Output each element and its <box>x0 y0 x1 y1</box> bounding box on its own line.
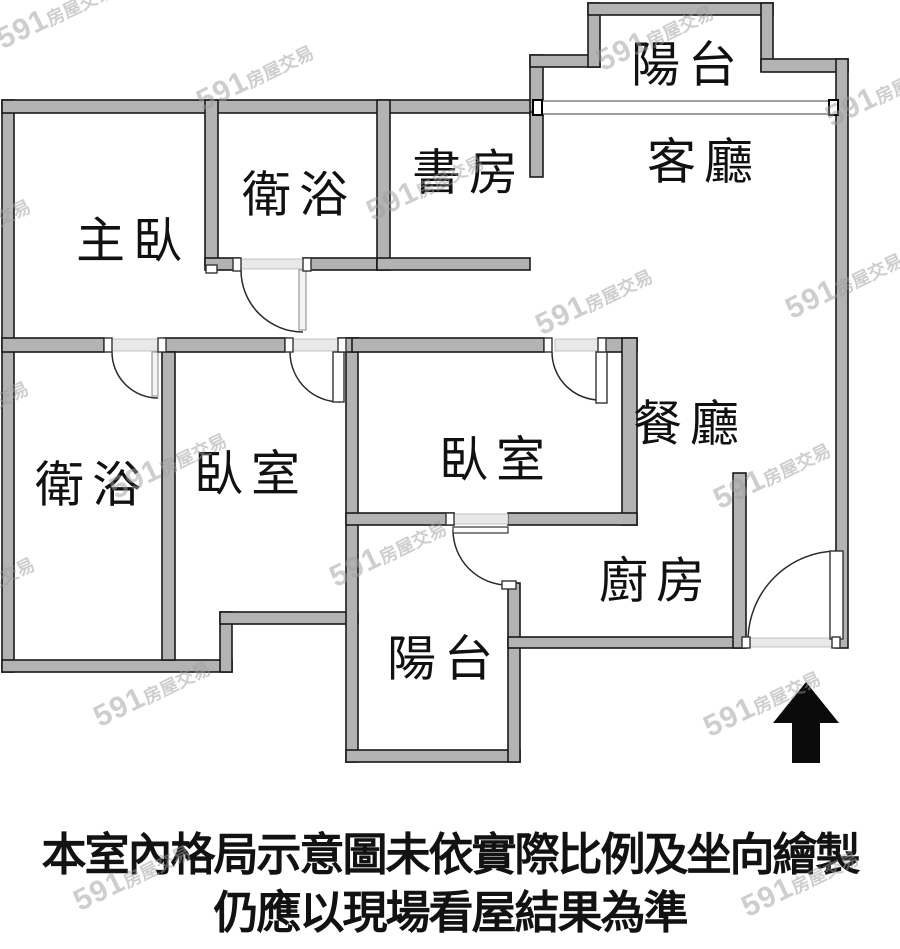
wall-segment <box>345 749 521 763</box>
door-arc <box>111 351 159 399</box>
wall-segment <box>302 257 378 271</box>
wall-segment <box>163 337 286 353</box>
door-leaf <box>298 269 307 331</box>
door-jamb <box>543 337 553 353</box>
room-label-dining-room: 餐廳 <box>632 397 748 452</box>
wall-segment <box>835 58 849 649</box>
door-jamb <box>831 636 841 649</box>
wall-segment <box>161 351 176 661</box>
door-jamb <box>337 337 347 353</box>
wall-segment <box>760 58 849 73</box>
door-jambs <box>103 257 841 649</box>
wall-segment <box>219 611 359 625</box>
room-label-bathroom-top: 衛浴 <box>241 168 357 223</box>
door-arc <box>452 529 509 586</box>
wall-segment <box>376 257 531 271</box>
wall-segment <box>345 337 359 763</box>
door-jamb <box>741 636 751 649</box>
door-opening <box>292 338 339 352</box>
door-opening <box>749 637 835 648</box>
door-jamb <box>103 337 113 353</box>
door-leaf <box>452 526 509 534</box>
disclaimer-line-1: 本室內格局示意圖未依實際比例及坐向繪製 <box>41 829 860 880</box>
door-arc <box>289 351 341 403</box>
wall-segment <box>507 512 638 526</box>
room-label-bedroom-left: 臥室 <box>193 447 309 502</box>
doors <box>111 269 844 642</box>
door-opening <box>554 338 599 352</box>
room-label-kitchen: 廚房 <box>598 554 714 609</box>
room-label-balcony-top: 陽台 <box>630 38 746 93</box>
door-arc <box>551 351 601 401</box>
door-jamb <box>232 257 242 272</box>
room-label-balcony-bottom: 陽台 <box>386 632 502 687</box>
wall-segment <box>204 99 219 266</box>
door-jamb <box>157 337 167 353</box>
door-leaf <box>595 351 608 404</box>
window-end-cap <box>532 99 543 116</box>
door-jamb <box>445 512 455 526</box>
wall-segment <box>1 337 105 353</box>
room-label-living-room: 客廳 <box>646 135 762 190</box>
wall-segment <box>1 99 15 673</box>
wall-segment <box>507 636 745 649</box>
wall-segment <box>732 472 747 649</box>
wall-segment <box>351 337 545 353</box>
wall-segment <box>507 582 521 763</box>
room-label-study: 書房 <box>411 146 527 201</box>
wall-segment <box>529 111 544 178</box>
door-openings <box>111 258 835 648</box>
door-opening <box>239 258 304 270</box>
door-opening <box>453 513 509 525</box>
door-leaf <box>151 351 159 397</box>
door-jamb <box>501 580 517 590</box>
north-arrow-icon <box>773 682 839 763</box>
wall-segment <box>1 99 543 114</box>
door-jamb <box>597 337 607 353</box>
wall-segment <box>1 659 233 673</box>
wall-segment <box>345 512 455 526</box>
door-jamb <box>284 337 294 353</box>
door-arc <box>240 269 304 333</box>
room-label-bedroom-center: 臥室 <box>438 433 554 488</box>
door-arc <box>747 550 839 642</box>
wall-segment <box>376 99 391 271</box>
room-label-master-bedroom: 主臥 <box>75 214 191 269</box>
door-jamb <box>205 264 218 274</box>
window <box>532 99 839 116</box>
door-opening <box>111 338 159 352</box>
window-band <box>540 100 832 115</box>
disclaimer-line-2: 仍應以現場看屋結果為準 <box>213 887 688 938</box>
door-jamb <box>302 257 312 272</box>
door-leaf <box>332 351 345 403</box>
wall-segment <box>587 2 774 16</box>
room-label-bathroom-left: 衛浴 <box>34 458 150 513</box>
window-end-cap <box>828 99 839 116</box>
door-leaf <box>829 550 844 640</box>
